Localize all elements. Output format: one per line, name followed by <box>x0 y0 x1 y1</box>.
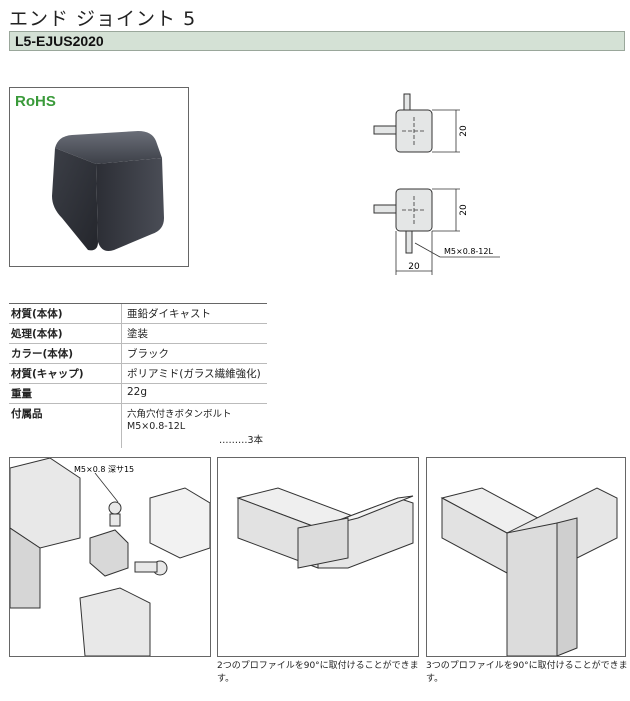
two-profile-illustration <box>236 487 414 569</box>
rohs-logo: RoHS <box>15 93 56 110</box>
spec-key: カラー(本体) <box>9 343 122 364</box>
caption-two-profiles: 2つのプロファイルを90°に取付けることができます。 <box>217 661 419 684</box>
spec-value: 塗装 <box>121 323 267 344</box>
spec-value: ブラック <box>121 343 267 364</box>
spec-key: 材質(キャップ) <box>9 363 122 384</box>
spec-row: カラー(本体)ブラック <box>9 343 267 364</box>
spec-row: 付属品六角穴付きボタンボルト M5×0.8-12L ………3本 <box>9 403 267 448</box>
spec-key: 処理(本体) <box>9 323 122 344</box>
spec-key: 材質(本体) <box>9 303 122 324</box>
part-code: L5-EJUS2020 <box>15 33 104 49</box>
top-view-side-bolt <box>373 125 397 135</box>
accessory-text: 六角穴付きボタンボルト M5×0.8-12L <box>127 409 232 432</box>
part-code-bar: L5-EJUS2020 <box>9 31 625 51</box>
caption-three-profiles: 3つのプロファイルを90°に取付けることができます。 <box>426 661 628 684</box>
spec-key: 重量 <box>9 383 122 404</box>
spec-value: 22g <box>121 383 267 404</box>
spec-value: ポリアミド(ガラス繊維強化) <box>121 363 267 384</box>
accessory-qty: ………3本 <box>218 435 263 446</box>
spec-key: 付属品 <box>9 403 122 448</box>
spec-table: 材質(本体)亜鉛ダイキャスト 処理(本体)塗装 カラー(本体)ブラック 材質(キ… <box>9 303 267 448</box>
product-photo-frame: RoHS <box>9 87 189 267</box>
bolt-callout: M5×0.8-12L <box>444 247 493 256</box>
assembly-illustration: M5×0.8 深サ15 <box>10 458 210 656</box>
three-profile-panel <box>426 457 626 657</box>
three-profile-illustration <box>440 487 618 656</box>
dim-height-top: 20 <box>459 125 469 137</box>
end-joint-photo <box>52 131 164 251</box>
spec-value: 亜鉛ダイキャスト <box>121 303 267 324</box>
dimension-drawing: 20 20 20 M5×0.8-12L <box>360 85 520 285</box>
page-title: エンド ジョイント 5 <box>9 8 197 30</box>
side-view-bottom-bolt <box>405 230 413 254</box>
dim-height-bottom: 20 <box>459 204 469 216</box>
side-view-bolt <box>373 204 397 214</box>
two-profile-panel <box>217 457 419 657</box>
drawing-svg: 20 20 20 M5×0.8-12L <box>373 93 500 275</box>
top-view-bolt <box>403 93 411 111</box>
spec-row: 処理(本体)塗装 <box>9 323 267 344</box>
spec-row: 材質(キャップ)ポリアミド(ガラス繊維強化) <box>9 363 267 384</box>
spec-row: 材質(本体)亜鉛ダイキャスト <box>9 303 267 324</box>
dim-width: 20 <box>408 262 420 272</box>
assembly-callout: M5×0.8 深サ15 <box>74 465 134 474</box>
assembly-illustration-panel: M5×0.8 深サ15 <box>9 457 211 657</box>
spec-value: 六角穴付きボタンボルト M5×0.8-12L ………3本 <box>121 403 267 448</box>
